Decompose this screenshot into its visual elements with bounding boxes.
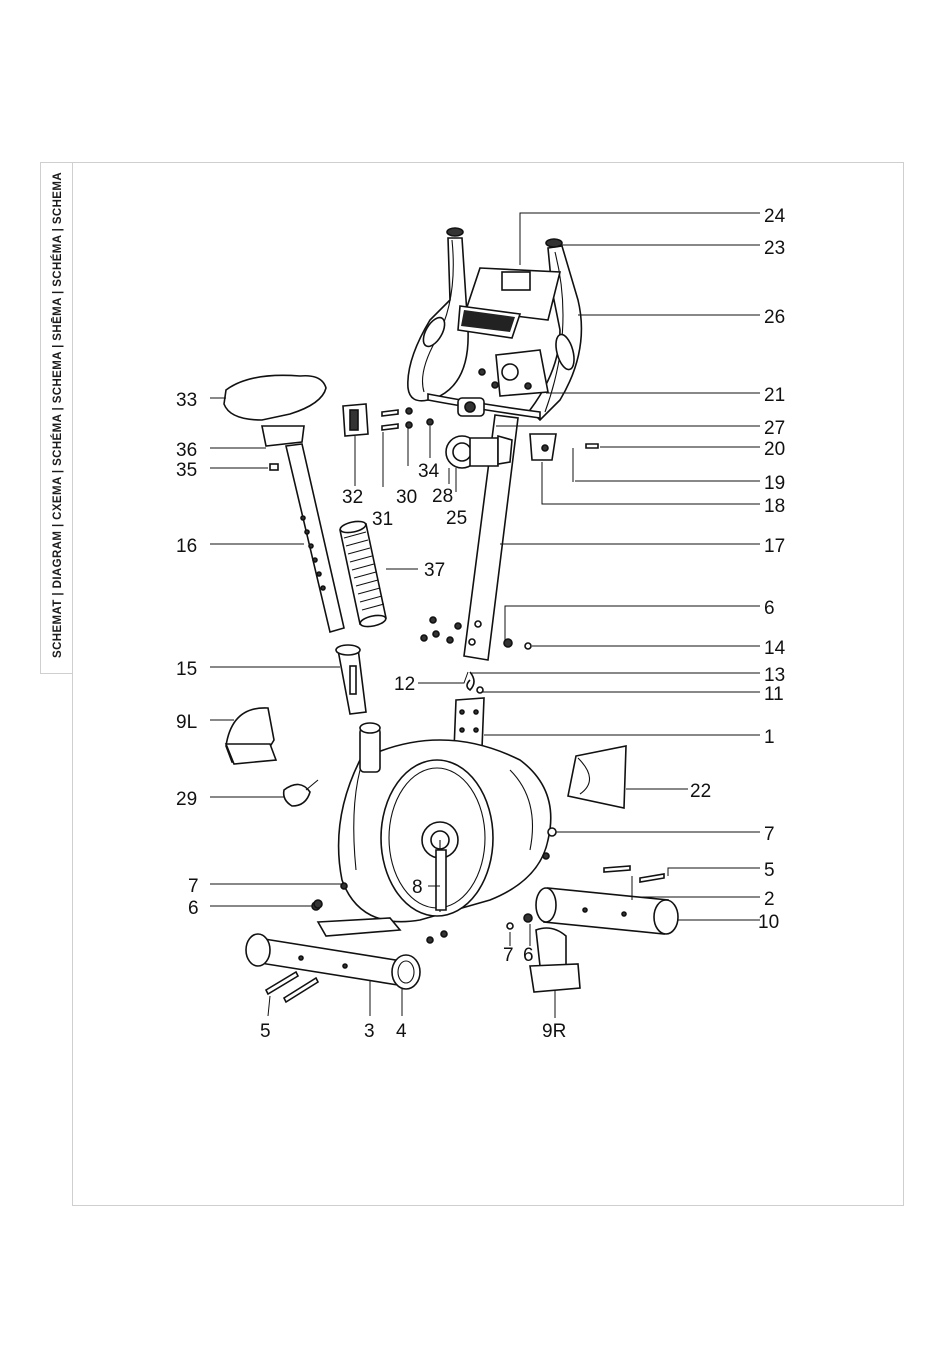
label-11: 11 [764,684,784,705]
label-6-left: 6 [188,898,199,919]
label-20: 20 [764,439,785,460]
rear-stabilizer [536,866,678,934]
label-26: 26 [764,307,785,328]
label-9L: 9L [176,712,197,733]
label-8: 8 [412,877,423,898]
label-25: 25 [446,508,467,529]
label-29: 29 [176,789,197,810]
sensor-bracket [530,434,598,482]
label-37: 37 [424,560,445,581]
label-2: 2 [764,889,775,910]
bike-drawing [224,228,678,1002]
label-12: 12 [394,674,415,695]
label-30: 30 [396,487,417,508]
seat-post-bushing [336,645,366,714]
label-5-right: 5 [764,860,775,881]
label-36: 36 [176,440,197,461]
label-21: 21 [764,385,785,406]
label-7-lower: 7 [503,945,514,966]
label-13: 13 [764,665,785,686]
label-33: 33 [176,390,197,411]
seat-post [270,444,344,632]
label-3: 3 [364,1021,375,1042]
tension-knob [446,436,512,468]
crank-arm [436,850,446,910]
label-9R: 9R [542,1021,566,1042]
label-17: 17 [764,536,785,557]
label-28: 28 [432,486,453,507]
label-31: 31 [372,509,393,530]
label-23: 23 [764,238,785,259]
label-32: 32 [342,487,363,508]
label-18: 18 [764,496,785,517]
label-1: 1 [764,727,775,748]
label-24: 24 [764,206,786,227]
label-15: 15 [176,659,197,680]
label-34: 34 [418,461,440,482]
front-stabilizer [246,934,420,1002]
label-22: 22 [690,781,711,802]
seat [224,375,326,446]
label-7-left: 7 [188,876,199,897]
console [458,268,560,396]
label-6-lower: 6 [523,945,534,966]
seat-post-cover [339,519,387,628]
bottle-holder [568,746,626,808]
label-5-left: 5 [260,1021,271,1042]
label-10: 10 [758,912,779,933]
label-14: 14 [764,638,786,659]
label-27: 27 [764,418,785,439]
label-35: 35 [176,460,197,481]
label-19: 19 [764,473,785,494]
label-6-right: 6 [764,598,775,619]
main-frame-sleeve [454,672,484,750]
seat-slider-parts [343,404,433,436]
label-4: 4 [396,1021,407,1042]
adjustment-knob [284,780,318,806]
label-7-right: 7 [764,824,775,845]
label-16: 16 [176,536,197,557]
